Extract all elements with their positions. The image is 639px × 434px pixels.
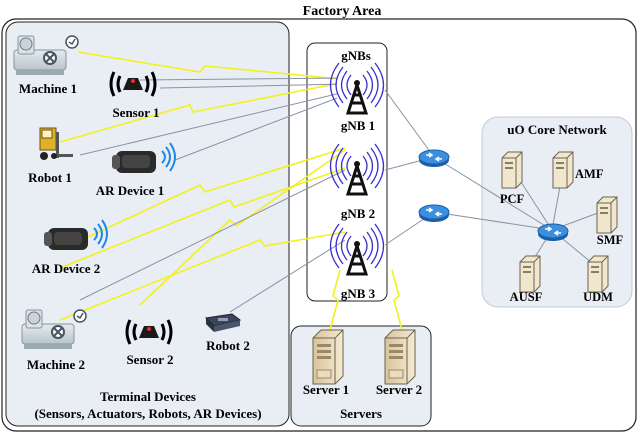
wireless-link xyxy=(329,269,341,331)
server-tower-icon xyxy=(596,196,618,234)
forklift-robot-icon xyxy=(39,127,73,160)
device-label-ar-device-2: AR Device 2 xyxy=(32,261,101,276)
device-label-machine-1: Machine 1 xyxy=(19,81,77,96)
core-function-label-ausf: AUSF xyxy=(510,290,543,304)
server-tower-icon xyxy=(501,151,523,189)
gnb-label-2: gNB 2 xyxy=(341,206,375,221)
server-label-1: Server 1 xyxy=(303,382,349,397)
server-cabinet-icon xyxy=(384,329,416,385)
wireless-link xyxy=(59,147,346,251)
gnbs-title: gNBs xyxy=(341,48,371,63)
robot-device-icon xyxy=(204,313,242,332)
server-tower-icon xyxy=(519,255,541,293)
router-icon xyxy=(537,223,569,242)
core-function-label-amf: AMF xyxy=(575,167,604,181)
wireless-link xyxy=(139,149,346,306)
device-label-robot-1: Robot 1 xyxy=(28,170,72,185)
core-function-label-pcf: PCF xyxy=(500,192,525,206)
device-label-robot-2: Robot 2 xyxy=(206,338,250,353)
server-tower-icon xyxy=(552,151,574,189)
terminal-devices-title: Terminal Devices xyxy=(100,389,196,404)
servers-title: Servers xyxy=(340,406,382,421)
router-icon xyxy=(418,149,450,168)
device-label-ar-device-1: AR Device 1 xyxy=(96,183,165,198)
wireless-link xyxy=(59,167,346,269)
server-label-2: Server 2 xyxy=(376,382,422,397)
wireless-link xyxy=(59,81,346,143)
core-network-title: uO Core Network xyxy=(507,122,607,137)
wireless-link xyxy=(77,51,351,81)
terminal-devices-subtitle: (Sensors, Actuators, Robots, AR Devices) xyxy=(34,406,261,421)
device-label-sensor-1: Sensor 1 xyxy=(112,105,159,120)
gnb-label-1: gNB 1 xyxy=(341,118,375,133)
wireless-link xyxy=(59,231,346,321)
core-function-label-udm: UDM xyxy=(583,290,613,304)
server-tower-icon xyxy=(587,255,609,293)
wireless-links xyxy=(59,51,403,331)
device-label-machine-2: Machine 2 xyxy=(27,357,85,372)
device-label-sensor-2: Sensor 2 xyxy=(126,352,173,367)
gnb-label-3: gNB 3 xyxy=(341,286,376,301)
server-cabinet-icon xyxy=(312,329,344,385)
wireless-link xyxy=(391,269,403,331)
factory-area-label: Factory Area xyxy=(303,4,382,19)
router-icon xyxy=(418,204,450,223)
core-function-label-smf: SMF xyxy=(597,233,624,247)
